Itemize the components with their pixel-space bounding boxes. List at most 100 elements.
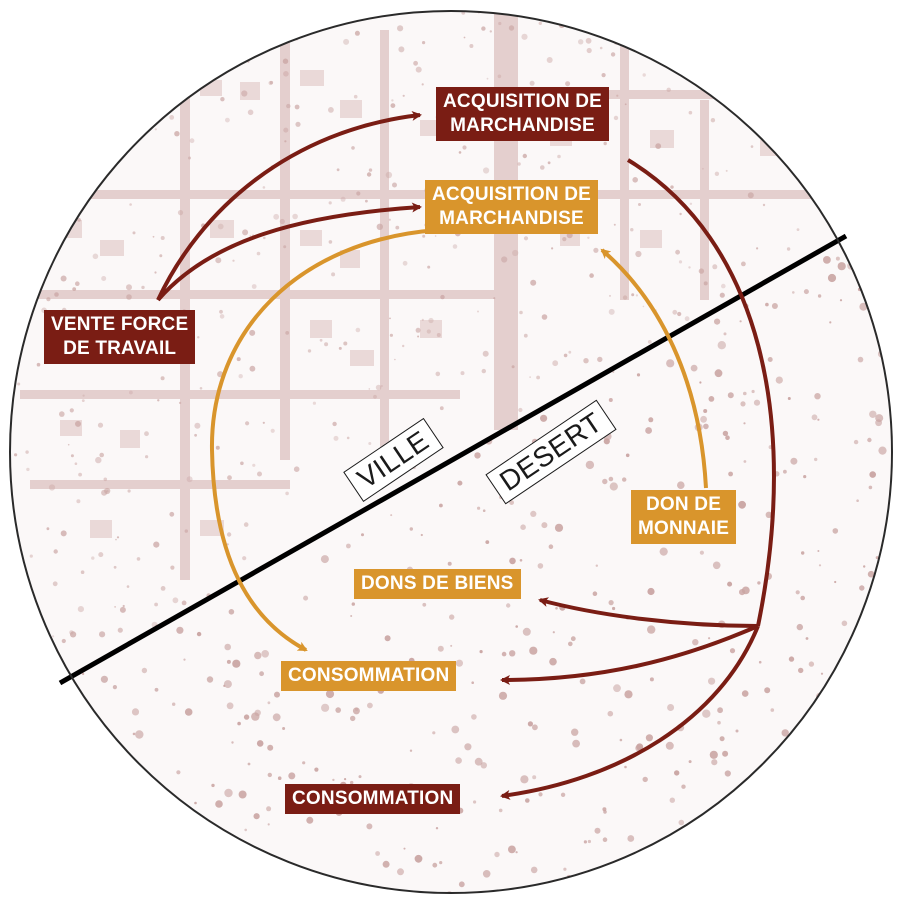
texture-dot [714,318,721,325]
texture-dot [95,456,102,464]
texture-dot [432,862,438,868]
texture-dot [681,784,686,789]
texture-dot [350,615,353,617]
texture-dot [1,246,3,248]
texture-dot [72,287,77,291]
texture-dot [385,171,393,179]
texture-dot [667,15,674,22]
texture-dot [120,91,124,95]
texture-dot [141,667,148,674]
texture-dot [366,823,373,830]
texture-dot [482,350,489,357]
texture-dot [717,341,726,350]
texture-dot [803,289,809,295]
texture-dot [114,794,119,799]
texture-dot [522,627,531,636]
texture-dot [199,387,203,390]
texture-dot [552,631,555,634]
texture-dot [586,47,592,54]
texture-dot [338,346,342,350]
texture-dot [368,168,373,172]
texture-dot [725,435,730,441]
texture-dot [224,643,231,651]
texture-dot [103,747,106,751]
texture-dot [57,49,63,56]
texture-dot [366,172,372,177]
texture-dot [149,4,154,9]
texture-dot [295,121,301,127]
texture-dot [274,861,281,868]
texture-dot [813,105,816,108]
texture-dot [498,691,508,700]
texture-dot [703,423,709,430]
texture-dot [739,320,742,323]
dark-arrow-to-consommation-gold [500,624,759,685]
texture-dot [154,128,157,131]
texture-dot [328,107,334,113]
texture-dot [86,117,89,120]
texture-dot [154,687,159,692]
texture-dot [750,145,754,148]
texture-dot [870,660,879,669]
texture-dot [344,778,347,781]
texture-dot [627,835,635,842]
texture-dot [594,827,601,834]
texture-dot [576,895,580,899]
texture-dot [471,681,475,684]
texture-dot [509,650,516,657]
texture-dot [415,66,422,73]
texture-dot [538,792,543,797]
texture-dot [860,858,867,866]
texture-dot [540,165,545,170]
texture-dot [781,729,789,737]
texture-dot [81,850,85,854]
texture-dot [760,49,764,53]
texture-dot [249,365,256,372]
texture-dot [602,478,608,485]
texture-dot [52,581,58,587]
label-line: VENTE FORCE [51,314,189,335]
texture-dot [522,153,527,159]
texture-dot [270,428,275,433]
texture-dot [52,635,55,638]
texture-dot [74,462,78,466]
texture-dot [708,396,715,402]
texture-dot [164,66,168,70]
texture-dot [177,210,184,216]
texture-dot [557,154,561,159]
texture-dot [758,660,762,664]
texture-dot [873,864,880,871]
texture-dot [397,868,404,876]
ville-desert-divider [58,233,848,686]
texture-dot [87,119,91,123]
texture-dot [659,547,668,556]
texture-dot [515,851,518,854]
texture-dot [267,772,272,778]
vente-force-de-travail: VENTE FORCE DE TRAVAIL [44,310,196,364]
texture-dot [70,703,76,708]
texture-dot [647,340,652,344]
texture-dot [183,658,186,661]
texture-dot [224,863,233,871]
texture-dot [546,57,553,63]
texture-dot [29,827,33,830]
texture-dot [101,777,108,784]
texture-dot [568,641,573,647]
texture-dot [497,74,502,79]
texture-dot [702,36,707,41]
texture-dot [717,720,721,725]
texture-dot [141,863,147,869]
texture-dot [729,648,736,654]
texture-dot [498,808,503,813]
texture-dot [612,371,615,373]
texture-dot [585,460,595,470]
texture-dot [36,712,40,716]
texture-dot [796,228,800,232]
texture-dot [610,52,616,57]
texture-dot [186,851,192,858]
texture-dot [866,110,871,115]
texture-dot [170,565,175,570]
texture-dot [129,390,133,395]
texture-dot [335,707,342,713]
texture-dot [226,543,229,546]
